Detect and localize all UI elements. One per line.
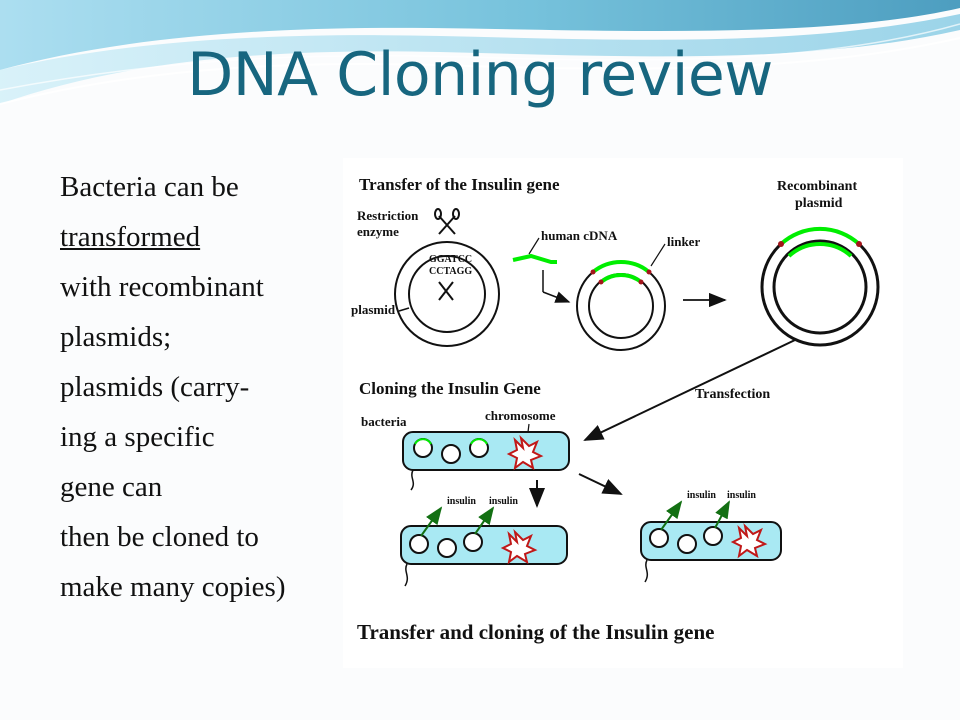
chromosome-icon (506, 434, 544, 471)
heading-cloning: Cloning the Insulin Gene (359, 379, 541, 398)
heading-transfer: Transfer of the Insulin gene (359, 175, 560, 194)
body-text: Bacteria can be transformed with recombi… (60, 168, 350, 618)
label-recombinant-plasmid: plasmid (795, 196, 843, 211)
body-line: ing a specific (60, 421, 215, 453)
label-human-cdna: human cDNA (541, 228, 618, 243)
insulin-arrow (714, 500, 730, 529)
recombinant-insert-inner (787, 242, 853, 258)
chromosome-icon (730, 522, 768, 559)
header-swoosh (0, 0, 960, 105)
insulin-arrow (420, 506, 443, 537)
label-recombinant: Recombinant (777, 179, 857, 194)
label-restriction: Restriction (357, 208, 419, 223)
label-insulin: insulin (447, 496, 476, 507)
arrow-transfection (583, 339, 796, 441)
scissors-cut-icon (438, 281, 454, 301)
recombinant-insert-outer (779, 226, 861, 246)
figure-caption: Transfer and cloning of the Insulin gene (357, 620, 714, 644)
insulin-arrow (474, 506, 495, 535)
bacterium-cell (640, 500, 782, 583)
chromosome-icon (500, 528, 538, 565)
label-insulin: insulin (687, 490, 716, 501)
body-line: then be cloned to (60, 521, 259, 553)
bacterium-cell (402, 431, 570, 491)
seq-top: GGATCC (429, 254, 472, 265)
bacterium-cell (400, 506, 568, 587)
label-transfection: Transfection (695, 387, 770, 402)
label-insulin: insulin (727, 490, 756, 501)
insert-outer (591, 260, 651, 274)
body-line: with recombinant (60, 271, 264, 303)
label-chromosome: chromosome (485, 408, 556, 423)
label-bacteria: bacteria (361, 414, 407, 429)
label-plasmid: plasmid (351, 302, 396, 317)
arrow-to-opened-plasmid (542, 291, 571, 303)
label-insulin: insulin (489, 496, 518, 507)
body-line-transformed: transformed (60, 221, 201, 253)
arrow-divide-diagonal (578, 473, 623, 495)
insert-inner (599, 272, 643, 284)
plasmid-circle (394, 241, 500, 347)
body-line: plasmids (carry- (60, 371, 250, 403)
insulin-cloning-diagram: Transfer of the Insulin gene Restriction… (343, 158, 903, 668)
label-linker: linker (667, 234, 700, 249)
insulin-arrow (660, 500, 683, 531)
body-line: gene can (60, 471, 163, 503)
body-line: plasmids; (60, 321, 172, 353)
body-line: Bacteria can be (60, 171, 239, 203)
slide-title: DNA Cloning review (187, 40, 773, 110)
cdna-fragment (512, 253, 557, 264)
label-enzyme: enzyme (357, 224, 399, 239)
scissors-icon (434, 208, 460, 235)
body-line: make many copies) (60, 571, 286, 603)
seq-bottom: CCTAGG (429, 266, 472, 277)
